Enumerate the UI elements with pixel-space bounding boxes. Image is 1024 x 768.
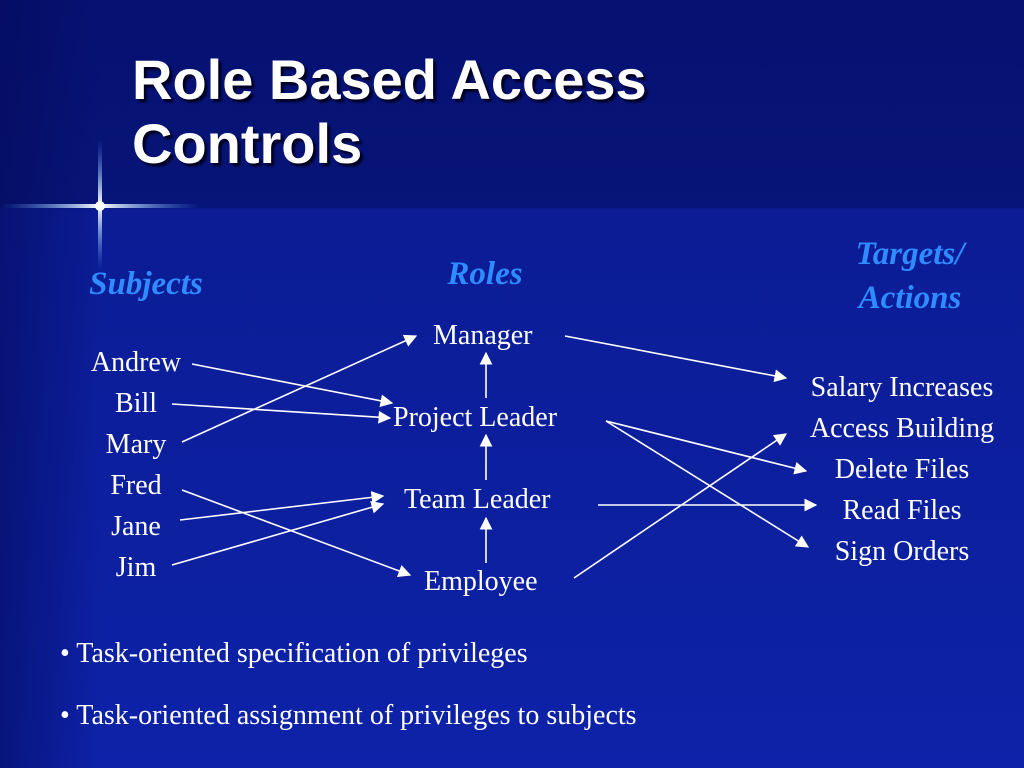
arrow-bill-project-leader [171, 403, 392, 424]
bullet-list: • Task-oriented specification of privile… [60, 636, 637, 760]
background-shade [0, 0, 100, 768]
roles-heading: Roles [447, 256, 523, 292]
role-project-leader: Project Leader [393, 402, 558, 433]
target-access-building: Access Building [809, 413, 995, 444]
arrow-manager-salary-increases [564, 335, 788, 383]
subject-andrew: Andrew [90, 347, 182, 378]
target-salary-increases: Salary Increases [810, 372, 994, 403]
arrow-jane-team-leader [179, 490, 385, 521]
title-line-2: Controls [132, 112, 363, 175]
subject-fred: Fred [110, 470, 162, 501]
subject-bill: Bill [114, 388, 157, 419]
arrow-project-leader-delete-files [605, 420, 808, 475]
subjects-list: Andrew Bill Mary Fred Jane Jim [76, 342, 196, 588]
subjects-heading: Subjects [89, 266, 203, 302]
title-line-1: Role Based Access [132, 48, 647, 111]
bullet-item: • Task-oriented assignment of privileges… [60, 700, 637, 731]
subject-jane: Jane [111, 511, 161, 542]
role-team-leader: Team Leader [404, 484, 551, 515]
arrow-jim-team-leader [171, 501, 385, 566]
target-sign-orders: Sign Orders [834, 536, 970, 567]
arrow-mary-manager [181, 334, 418, 443]
arrow-fred-employee [181, 489, 412, 577]
subject-mary: Mary [105, 429, 167, 460]
target-read-files: Read Files [842, 495, 962, 526]
arrow-employee-access-building [573, 433, 788, 579]
targets-list: Salary Increases Access Building Delete … [782, 367, 1022, 572]
arrow-andrew-project-leader [191, 363, 394, 408]
bullet-item: • Task-oriented specification of privile… [60, 638, 528, 669]
target-delete-files: Delete Files [834, 454, 970, 485]
arrow-project-leader-sign-orders [605, 420, 810, 548]
role-manager: Manager [433, 320, 533, 351]
slide-title: Role Based Access Controls [132, 48, 992, 176]
targets-heading-line-1: Targets/ [855, 236, 965, 272]
role-employee: Employee [424, 566, 538, 597]
targets-heading-line-2: Actions [858, 280, 962, 316]
subject-jim: Jim [115, 552, 157, 583]
targets-heading: Targets/ Actions [820, 232, 1000, 320]
